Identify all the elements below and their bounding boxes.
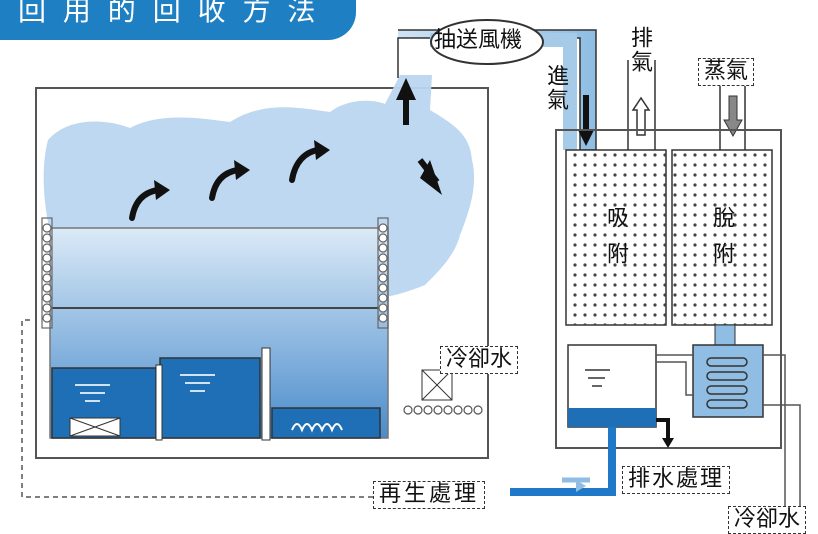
left-coil xyxy=(41,217,53,329)
adsorber-housing xyxy=(555,129,782,449)
right-coil xyxy=(377,217,389,329)
blower xyxy=(430,19,544,65)
drain-label: 排水處理 xyxy=(622,466,731,494)
heater-coil xyxy=(291,423,343,433)
steam-label: 蒸氣 xyxy=(698,58,755,86)
regen-pipe xyxy=(510,427,616,496)
blower-label: 抽送風機 xyxy=(434,28,523,53)
intake-label: 進氣 xyxy=(543,64,568,112)
exhaust-label: 排氣 xyxy=(627,26,652,74)
regen-return-line xyxy=(21,319,375,498)
adsorb-label: 吸附 xyxy=(603,206,628,278)
desorb-label: 脫附 xyxy=(709,206,734,278)
regeneration-label: 再生處理 xyxy=(373,481,486,509)
tank-housing xyxy=(35,87,489,459)
cooling-water-out-label: 冷卻水 xyxy=(728,506,807,534)
vapor-arrows xyxy=(129,147,321,221)
exhaust-pipe xyxy=(627,60,656,150)
title-banner: 回 用 的 回 收 方 法 xyxy=(0,0,356,40)
cooling-rollers xyxy=(403,405,483,415)
page-title: 回 用 的 回 收 方 法 xyxy=(18,0,320,27)
condenser xyxy=(692,344,764,418)
sub-tanks xyxy=(51,347,381,441)
cooling-water-tank-label: 冷卻水 xyxy=(440,346,519,374)
steam-arrow xyxy=(723,95,743,138)
